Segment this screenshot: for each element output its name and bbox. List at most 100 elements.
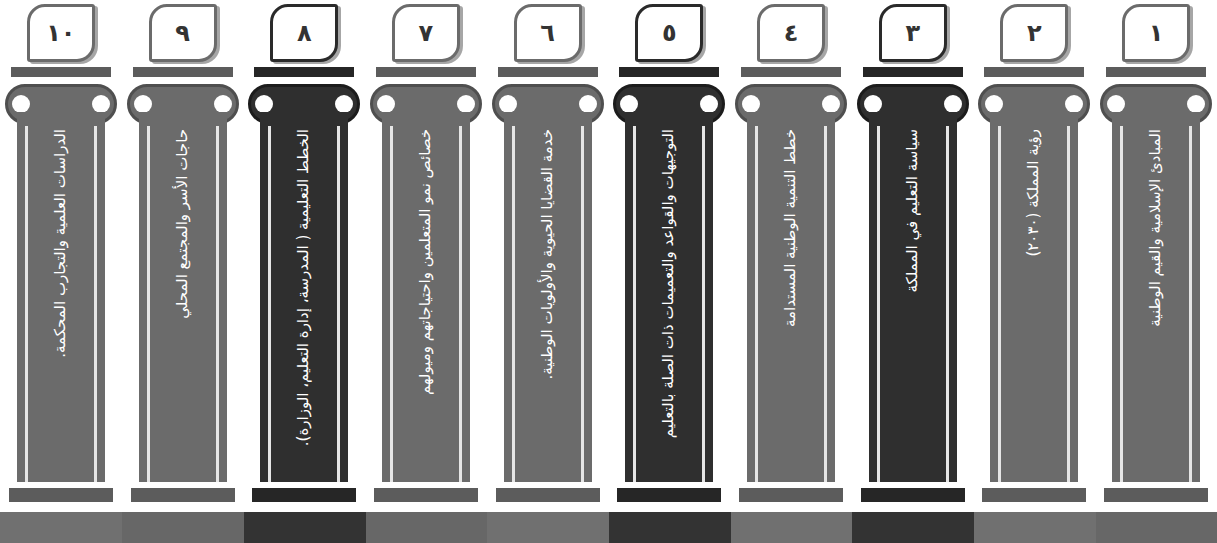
top-bar — [863, 67, 963, 77]
capital-circle — [12, 95, 30, 113]
number-tag: ١ — [1122, 4, 1190, 62]
top-bar — [254, 67, 354, 77]
pillar-text-holder: خطط التنمية الوطنية المستدامة — [781, 129, 801, 465]
capital-circle — [864, 95, 882, 113]
column-shaft: التوجيهات والقواعد والتعميمات ذات الصلة … — [625, 112, 713, 482]
plinth-block — [365, 512, 487, 543]
plinth-block — [487, 512, 609, 543]
pillar-text: رؤية المملكة (٢٠٣٠) — [1025, 129, 1043, 257]
top-bar — [498, 67, 598, 77]
callout-number: ١ — [1149, 21, 1164, 45]
pillar: ٢ رؤية المملكة (٢٠٣٠) — [976, 0, 1092, 508]
shaft-stripe — [390, 126, 393, 482]
shaft-stripe — [824, 126, 827, 482]
pillar-text: حاجات الأسر والمجتمع المحلي — [173, 129, 191, 319]
capital-circle — [499, 95, 517, 113]
capital-circle — [822, 95, 840, 113]
pillar: ١٠الدراسات العلمية والتجارب المحكمة. — [3, 0, 119, 508]
column-shaft: الخطط التعليمية ( المدرسة، إدارة التعليم… — [260, 112, 348, 482]
callout-number: ٣ — [905, 21, 920, 45]
callout-number: ٩ — [175, 21, 190, 45]
pillar: ٧ خصائص نمو المتعلمين واحتياجاتهم وميولهم — [368, 0, 484, 508]
shaft-stripe — [216, 126, 219, 482]
base-bar — [131, 488, 235, 502]
pillar-text: الخطط التعليمية ( المدرسة، إدارة التعليم… — [295, 129, 313, 446]
pillar-text-holder: التوجيهات والقواعد والتعميمات ذات الصلة … — [660, 129, 680, 465]
column-shaft: سياسة التعليم في المملكة — [869, 112, 957, 482]
pillar-text-holder: المبادئ الإسلامية والقيم الوطنية — [1146, 129, 1166, 465]
shaft-stripe — [946, 126, 949, 482]
plinth-block — [0, 512, 122, 543]
number-tag: ٣ — [879, 4, 947, 62]
callout-number: ٥ — [662, 21, 677, 45]
pillar-text: خصائص نمو المتعلمين واحتياجاتهم وميولهم — [416, 129, 434, 395]
shaft-stripe — [512, 126, 515, 482]
pillar: ٣ سياسة التعليم في المملكة — [855, 0, 971, 508]
number-tag: ٥ — [635, 4, 703, 62]
number-tag: ٢ — [1000, 4, 1068, 62]
shaft-stripe — [25, 126, 28, 482]
number-tag: ٩ — [149, 4, 217, 62]
pillar-text: سياسة التعليم في المملكة — [903, 129, 921, 293]
shaft-stripe — [1189, 126, 1192, 482]
top-bar — [133, 67, 233, 77]
pillar-text-holder: خدمة القضايا الحيوية والأولويات الوطنية. — [538, 129, 558, 465]
number-tag: ٦ — [514, 4, 582, 62]
pillar-text-holder: حاجات الأسر والمجتمع المحلي — [173, 129, 193, 465]
pillar-text: خدمة القضايا الحيوية والأولويات الوطنية. — [538, 129, 556, 380]
callout-number: ٧ — [419, 21, 434, 45]
callout-number: ٦ — [540, 21, 555, 45]
capital-circle — [214, 95, 232, 113]
number-tag: ٤ — [757, 4, 825, 62]
plinth-block — [243, 512, 365, 543]
base-bar — [496, 488, 600, 502]
plinth-block — [122, 512, 244, 543]
column-shaft: المبادئ الإسلامية والقيم الوطنية — [1112, 112, 1200, 482]
pillar: ٦ خدمة القضايا الحيوية والأولويات الوطنية… — [490, 0, 606, 508]
base-bar — [861, 488, 965, 502]
top-bar — [619, 67, 719, 77]
top-bar — [741, 67, 841, 77]
pillar-text: خطط التنمية الوطنية المستدامة — [781, 129, 799, 327]
pillar-text-holder: رؤية المملكة (٢٠٣٠) — [1025, 129, 1045, 465]
callout-number: ٤ — [784, 21, 799, 45]
pillar: ٨ الخطط التعليمية ( المدرسة، إدارة التعلي… — [246, 0, 362, 508]
pillar-text: المبادئ الإسلامية والقيم الوطنية — [1146, 129, 1164, 327]
pillar: ١ المبادئ الإسلامية والقيم الوطنية — [1098, 0, 1214, 508]
callout-number: ٨ — [297, 21, 312, 45]
column-shaft: خصائص نمو المتعلمين واحتياجاتهم وميولهم — [382, 112, 470, 482]
shaft-stripe — [268, 126, 271, 482]
shaft-stripe — [1120, 126, 1123, 482]
shaft-stripe — [147, 126, 150, 482]
plinth-block — [730, 512, 852, 543]
base-bar — [374, 488, 478, 502]
pillar-text-holder: خصائص نمو المتعلمين واحتياجاتهم وميولهم — [416, 129, 436, 465]
base-bar — [1104, 488, 1208, 502]
shaft-stripe — [1067, 126, 1070, 482]
shaft-stripe — [581, 126, 584, 482]
top-bar — [1106, 67, 1206, 77]
shaft-stripe — [459, 126, 462, 482]
callout-number: ٢ — [1027, 21, 1042, 45]
pillar-text: التوجيهات والقواعد والتعميمات ذات الصلة … — [660, 129, 678, 438]
capital-circle — [134, 95, 152, 113]
number-tag: ٧ — [392, 4, 460, 62]
capital-circle — [742, 95, 760, 113]
plinth-block — [852, 512, 974, 543]
shaft-stripe — [877, 126, 880, 482]
base-bar — [9, 488, 113, 502]
capital-circle — [579, 95, 597, 113]
column-shaft: خدمة القضايا الحيوية والأولويات الوطنية. — [504, 112, 592, 482]
top-bar — [984, 67, 1084, 77]
column-shaft: خطط التنمية الوطنية المستدامة — [747, 112, 835, 482]
shaft-stripe — [94, 126, 97, 482]
shaft-stripe — [633, 126, 636, 482]
number-tag: ٨ — [270, 4, 338, 62]
plinth-block — [609, 512, 731, 543]
capital-circle — [92, 95, 110, 113]
callout-number: ١٠ — [46, 21, 75, 45]
base-bar — [252, 488, 356, 502]
shaft-stripe — [998, 126, 1001, 482]
pillar-text-holder: سياسة التعليم في المملكة — [903, 129, 923, 465]
capital-circle — [944, 95, 962, 113]
